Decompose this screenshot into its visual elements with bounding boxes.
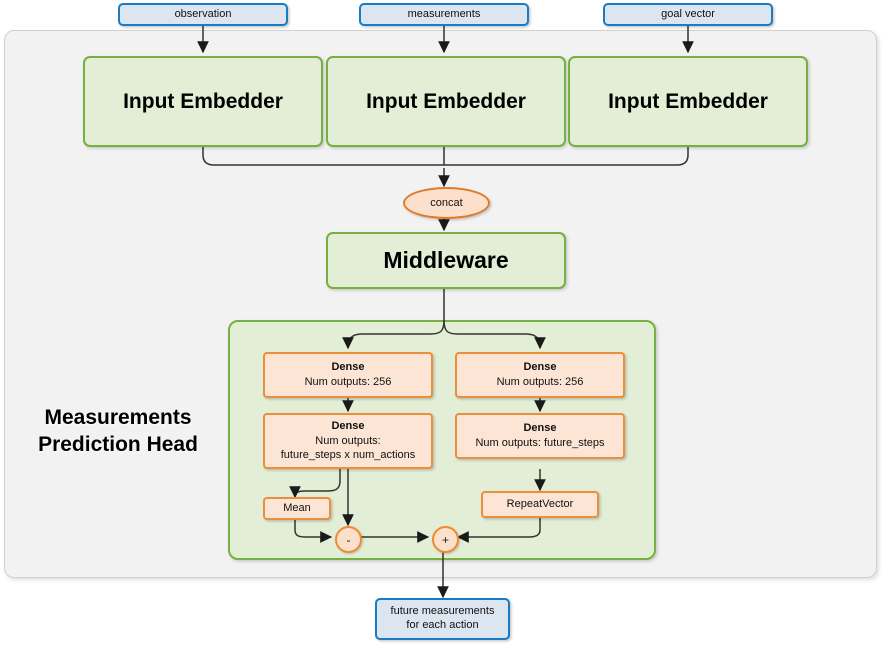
input-embedder-1-label: Input Embedder	[123, 89, 283, 113]
input-embedder-2-label: Input Embedder	[366, 89, 526, 113]
dense-left-2-detail-line-1: Num outputs:	[315, 434, 381, 447]
dense-left-1-detail: Num outputs: 256	[304, 376, 392, 388]
input-label-measurements: measurements	[407, 7, 481, 20]
repeat-vector-label: RepeatVector	[506, 498, 574, 511]
add-operator[interactable]: +	[432, 526, 459, 553]
input-box-goal-vector[interactable]: goal vector	[603, 3, 773, 26]
middleware-block[interactable]: Middleware	[326, 232, 566, 289]
head-label-line-1: Measurements	[44, 406, 192, 429]
dense-right-1-detail: Num outputs: 256	[496, 376, 584, 388]
mean-label: Mean	[283, 502, 311, 515]
dense-right-2-detail: Num outputs: future_steps	[475, 437, 605, 449]
concat-node[interactable]: concat	[403, 187, 490, 219]
mean-block[interactable]: Mean	[263, 497, 331, 520]
dense-left-1-title: Dense	[331, 361, 365, 374]
output-label-line-1: future measurements	[390, 605, 495, 618]
middleware-label: Middleware	[383, 247, 509, 273]
input-box-observation[interactable]: observation	[118, 3, 288, 26]
dense-right-1-title: Dense	[523, 361, 557, 374]
input-embedder-2[interactable]: Input Embedder	[326, 56, 566, 147]
input-embedder-3-label: Input Embedder	[608, 89, 768, 113]
add-operator-label: +	[441, 532, 449, 547]
concat-label: concat	[430, 197, 463, 209]
input-embedder-1[interactable]: Input Embedder	[83, 56, 323, 147]
subtract-operator-label: -	[346, 532, 351, 547]
dense-left-1[interactable]: Dense Num outputs: 256	[263, 352, 433, 398]
output-box-future-measurements[interactable]: future measurements for each action	[375, 598, 510, 640]
input-box-measurements[interactable]: measurements	[359, 3, 529, 26]
dense-left-2-detail-line-2: future_steps x num_actions	[280, 449, 416, 462]
dense-right-2-title: Dense	[523, 422, 557, 435]
input-label-observation: observation	[174, 7, 232, 20]
repeat-vector-block[interactable]: RepeatVector	[481, 491, 599, 518]
output-label-line-2: for each action	[406, 619, 479, 631]
head-label-line-2: Prediction Head	[38, 432, 198, 456]
dense-right-1[interactable]: Dense Num outputs: 256	[455, 352, 625, 398]
dense-right-2[interactable]: Dense Num outputs: future_steps	[455, 413, 625, 459]
dense-left-2[interactable]: Dense Num outputs: future_steps x num_ac…	[263, 413, 433, 469]
subtract-operator[interactable]: -	[335, 526, 362, 553]
measurements-prediction-head-label: Measurements Prediction Head	[18, 405, 218, 459]
dense-left-2-title: Dense	[331, 420, 365, 433]
input-embedder-3[interactable]: Input Embedder	[568, 56, 808, 147]
input-label-goal-vector: goal vector	[661, 7, 715, 20]
